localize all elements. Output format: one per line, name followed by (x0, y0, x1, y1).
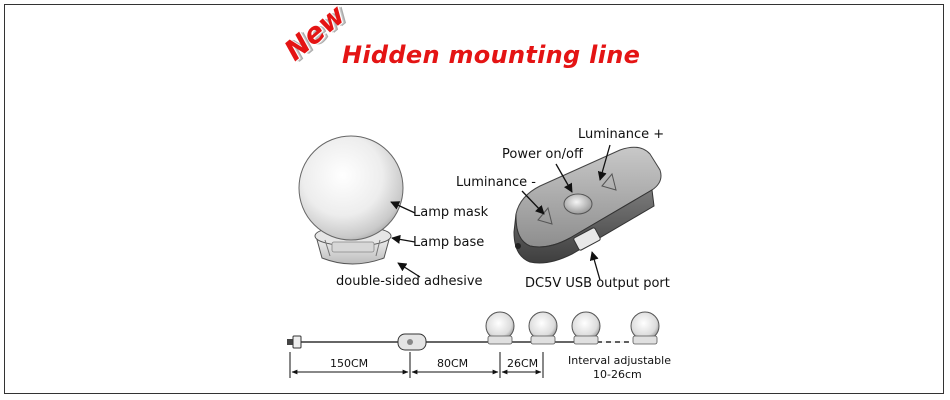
lamp-mask-shape (298, 135, 404, 241)
interval-label: Interval adjustable (568, 354, 671, 367)
dim-80-label: 80CM (437, 357, 469, 370)
adhesive-label: double-sided adhesive (336, 274, 483, 289)
image-frame (4, 4, 944, 394)
strip-cord (287, 333, 632, 351)
luminance-plus-label: Luminance + (578, 127, 665, 142)
lamp-mask-label: Lamp mask (413, 205, 489, 220)
interval-range-label: 10-26cm (593, 368, 642, 381)
lamp-base-shape (314, 225, 392, 265)
strip-bulb-3 (571, 311, 601, 345)
power-label: Power on/off (502, 147, 583, 162)
strip-bulb-4 (630, 311, 660, 345)
lamp-base-label: Lamp base (413, 235, 485, 250)
dimension-lines (289, 352, 544, 378)
dim-26-label: 26CM (507, 357, 539, 370)
strip-bulb-2 (528, 311, 558, 345)
headline-title: Hidden mounting line (342, 41, 641, 69)
dim-150-label: 150CM (330, 357, 369, 370)
usb-port-label: DC5V USB output port (525, 276, 670, 291)
switch-box-shape (513, 146, 662, 264)
luminance-minus-label: Luminance - (456, 175, 536, 190)
strip-bulb-1 (485, 311, 515, 345)
